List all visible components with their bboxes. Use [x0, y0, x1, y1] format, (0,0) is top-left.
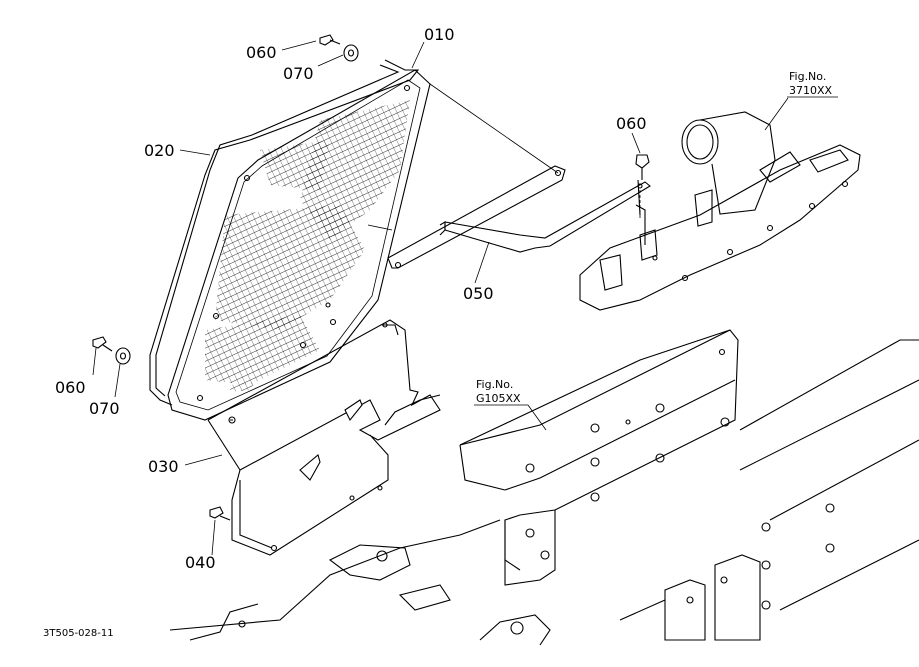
bolt-060-left	[92, 336, 113, 352]
label-020: 020	[144, 141, 175, 160]
washer-070-top	[343, 44, 359, 62]
label-060-top: 060	[246, 43, 277, 62]
leader-lines	[92, 40, 838, 556]
label-070-top: 070	[283, 64, 314, 83]
bracket-030	[207, 319, 441, 556]
label-040: 040	[185, 553, 216, 572]
ref-3710-title: Fig.No.	[789, 70, 826, 83]
label-030: 030	[148, 457, 179, 476]
label-010: 010	[424, 25, 455, 44]
drawing-code: 3T505-028-11	[43, 628, 114, 639]
ref-g105-code: G105XX	[476, 392, 521, 405]
washer-070-left	[115, 347, 131, 365]
bolt-060-top	[319, 34, 341, 46]
figure-references: Fig.No. 3710XX Fig.No. G105XX	[476, 70, 833, 405]
label-060-right: 060	[616, 114, 647, 133]
part-labels: 060 070 010 020 060 070 030 040 050 060	[55, 25, 647, 572]
ref-3710-code: 3710XX	[789, 84, 833, 97]
label-070-left: 070	[89, 399, 120, 418]
bolt-040	[209, 506, 231, 521]
seal-020	[149, 59, 420, 406]
label-060-left: 060	[55, 378, 86, 397]
bolt-060-right	[635, 154, 650, 180]
screen-panel-010	[167, 69, 431, 421]
label-050: 050	[463, 284, 494, 303]
ref-g105-title: Fig.No.	[476, 378, 513, 391]
frame-assembly	[169, 329, 919, 646]
manifold-assembly	[579, 111, 861, 311]
stay-050	[387, 165, 651, 269]
